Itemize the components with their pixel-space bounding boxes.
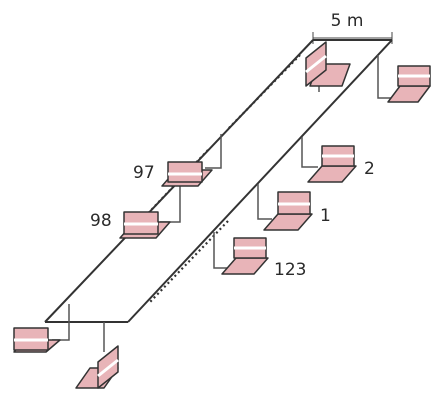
width-label: 5 m [331,11,364,31]
sign-2 [307,145,357,183]
post-123 [213,232,230,269]
sign-bottom-left [13,327,61,353]
station-label-97: 97 [133,163,155,183]
dotted-left-upper [227,54,301,130]
sign-bottom-inner [75,345,119,389]
sign-top-inner-stripe [305,54,327,74]
station-label-123: 123 [274,260,306,280]
sign-97 [161,161,213,187]
sign-top-right [387,65,431,103]
sign-123 [221,237,269,275]
sign-97-panel [167,161,203,183]
post-97 [205,134,222,169]
connector-posts [52,55,400,352]
width-dimension [312,32,393,44]
sign-top-inner [305,41,351,87]
post-98 [160,182,181,223]
sign-123-base [221,257,269,275]
sign-bottom-inner-stripe [97,358,119,378]
station-label-1: 1 [320,206,331,226]
station-label-98: 98 [90,211,112,231]
sign-2-base [307,165,357,183]
sign-98 [119,211,171,239]
dimension-label-bg [322,10,374,32]
dotted-segments [135,54,301,303]
platform-right-edge [127,39,393,323]
post-2 [301,137,318,168]
dotted-right-lower [149,220,229,303]
sign-1-base [263,213,313,231]
sign-1 [263,191,313,231]
sign-top-right-base [387,85,431,103]
station-label-2: 2 [364,159,375,179]
post-1 [257,184,272,220]
